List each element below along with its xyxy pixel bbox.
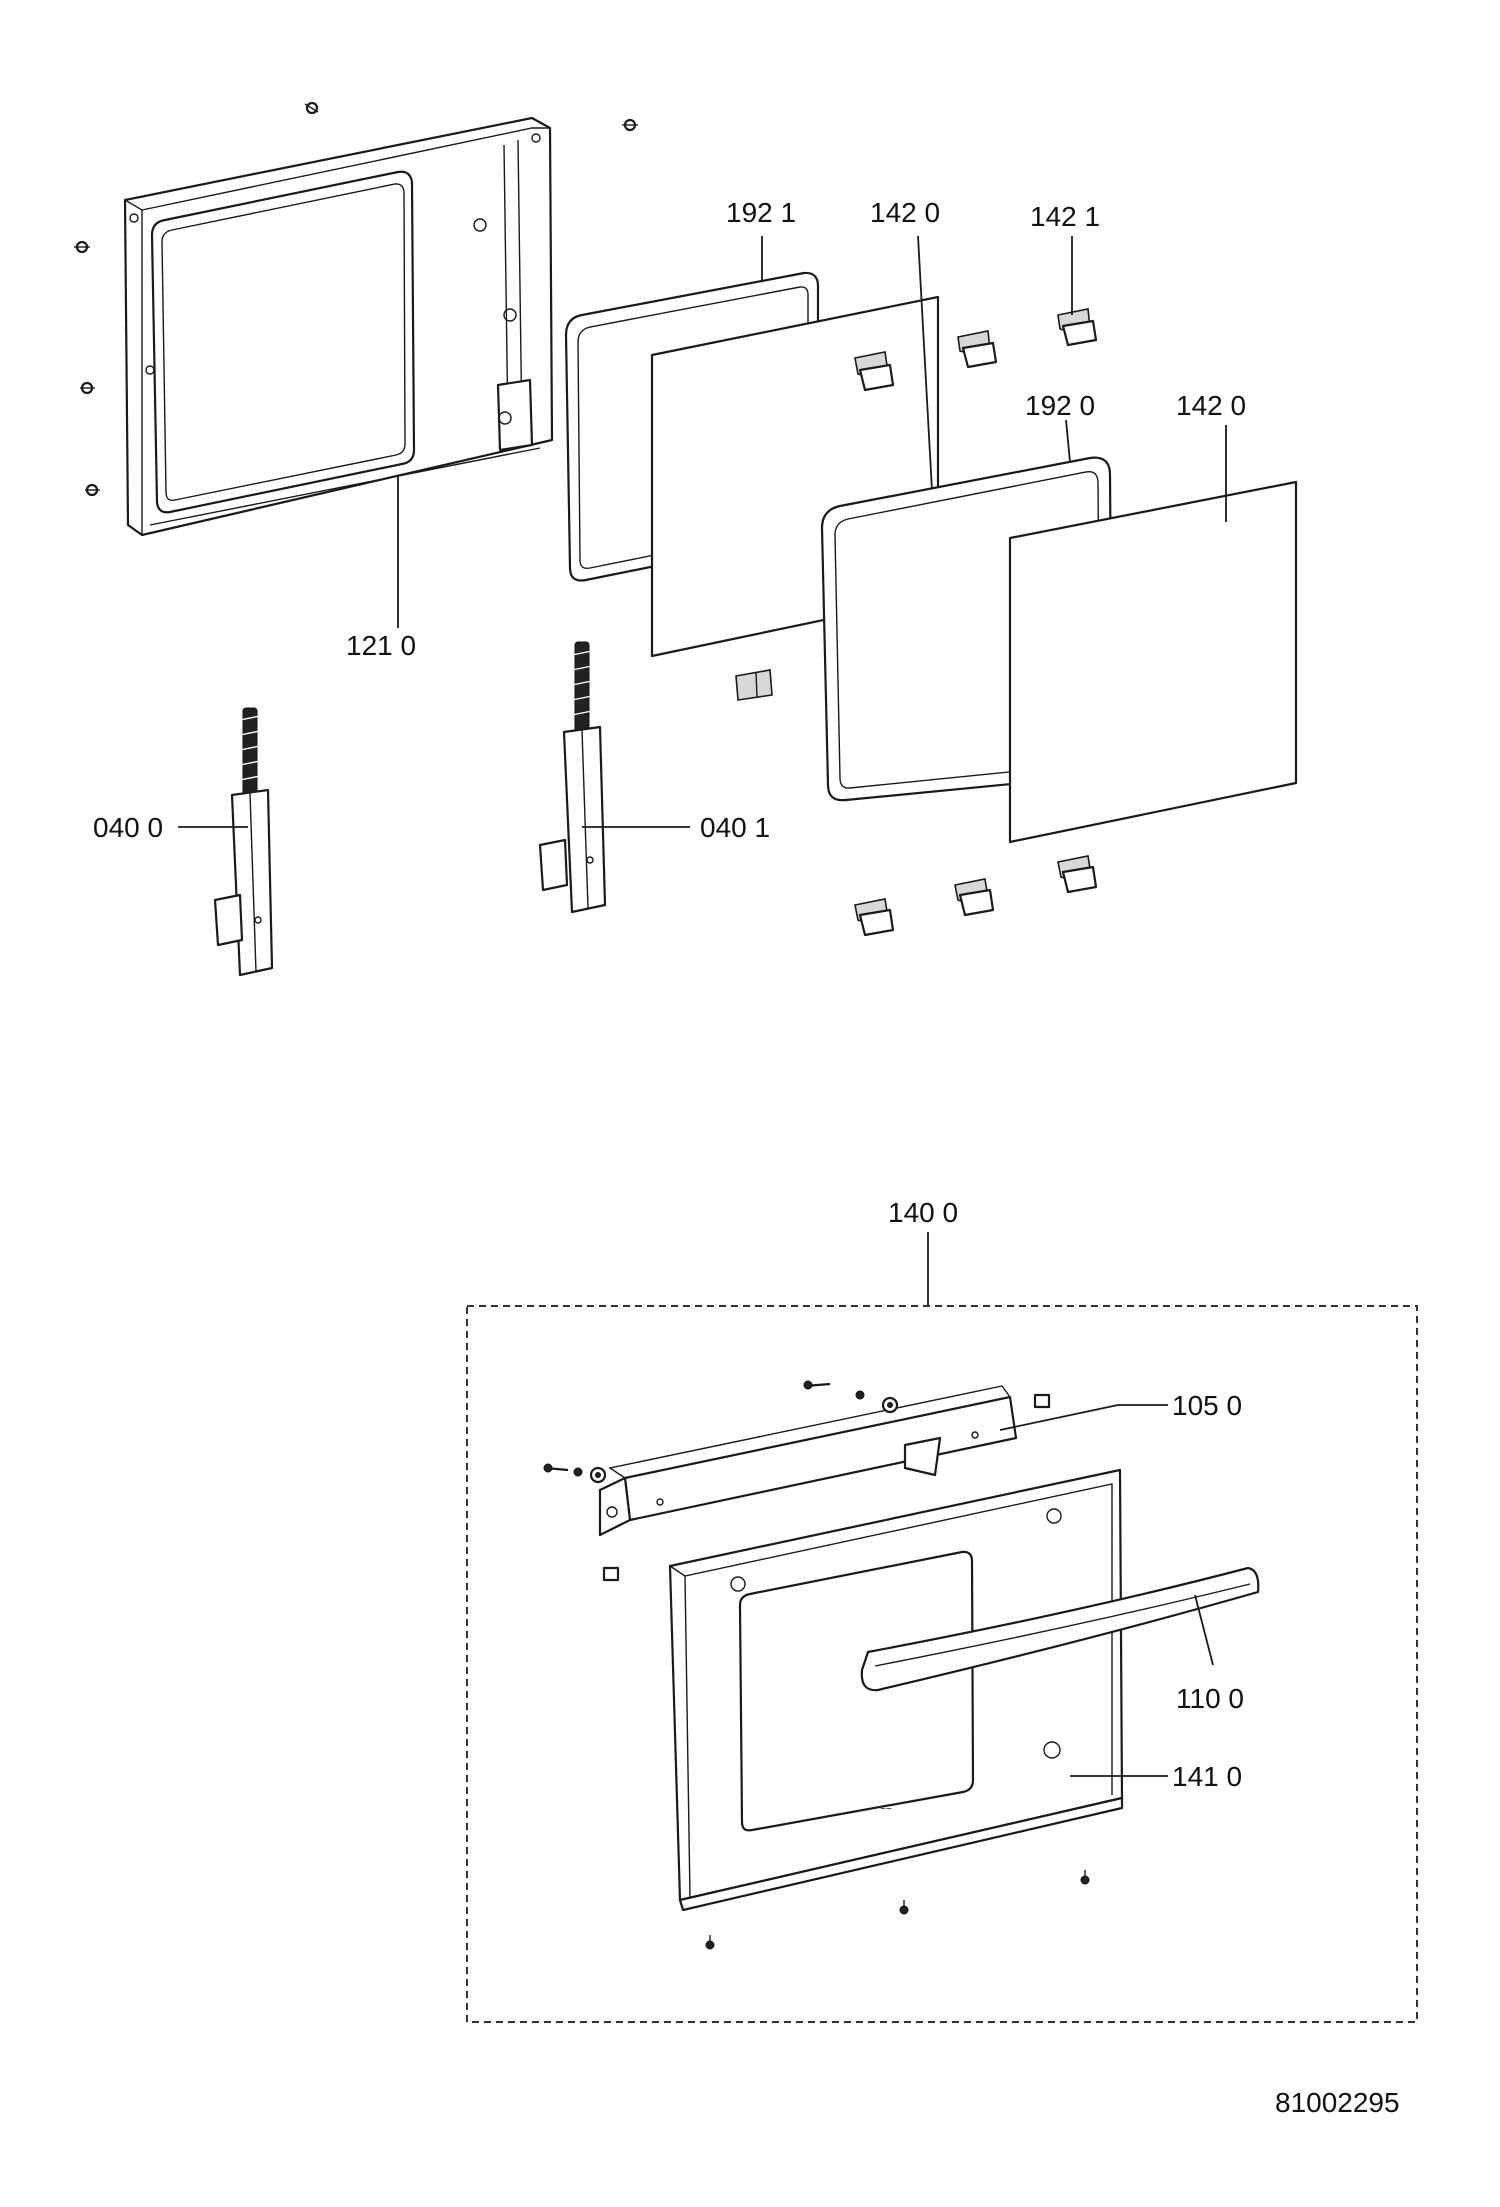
- label-top-profile: 105 0: [1172, 1390, 1242, 1421]
- inner-door-frame: [123, 116, 554, 537]
- screw-icon: [543, 1463, 569, 1473]
- screw-icon: [74, 240, 90, 254]
- hinge-left: [213, 707, 274, 977]
- glass-clip-icon: [954, 878, 995, 917]
- clip-icon: [602, 1566, 620, 1582]
- label-hinge-left: 040 0: [93, 812, 163, 843]
- screw-icon: [80, 381, 95, 395]
- washer-icon: [589, 1466, 607, 1484]
- label-outer-gasket: 192 0: [1025, 390, 1095, 421]
- glass-clip-icon: [1057, 855, 1098, 894]
- brand-logo: ~~: [880, 1804, 892, 1815]
- spring-icon: [571, 641, 593, 733]
- screw-icon: [1080, 1870, 1090, 1885]
- screw-icon: [622, 118, 638, 132]
- outer-glass-panel: [1008, 480, 1298, 844]
- glass-clip-icon: [957, 330, 998, 369]
- screw-icon: [304, 101, 319, 115]
- small-clip-icon: [735, 669, 773, 701]
- label-bracket: 142 1: [1030, 201, 1100, 232]
- label-handle: 110 0: [1176, 1683, 1244, 1714]
- top-profile: [598, 1385, 1018, 1537]
- label-inner-glass: 142 0: [870, 197, 940, 228]
- front-door-glass: ~~: [668, 1468, 1124, 1912]
- label-inner-gasket: 192 1: [726, 197, 796, 228]
- washer-icon: [855, 1390, 865, 1400]
- screw-icon: [85, 483, 100, 497]
- clip-icon: [1033, 1393, 1051, 1409]
- glass-clip-icon: [854, 351, 895, 392]
- label-door-assembly: 140 0: [888, 1197, 958, 1228]
- washer-icon: [881, 1396, 899, 1414]
- screw-icon: [899, 1900, 909, 1915]
- glass-clip-icon: [854, 898, 895, 937]
- screw-icon: [803, 1380, 831, 1390]
- glass-clip-icon: [1057, 308, 1098, 347]
- spring-icon: [239, 707, 261, 797]
- label-hinge-right: 040 1: [700, 812, 770, 843]
- document-number: 81002295: [1275, 2087, 1400, 2118]
- label-front-glass: 141 0: [1172, 1761, 1242, 1792]
- label-outer-glass: 142 0: [1176, 390, 1246, 421]
- assembly-boundary: [466, 1305, 1418, 2023]
- screw-icon: [705, 1935, 715, 1950]
- label-door-frame: 121 0: [346, 630, 416, 661]
- washer-icon: [573, 1467, 583, 1477]
- door-handle: [860, 1566, 1260, 1692]
- hinge-right: [538, 641, 607, 914]
- frame-screws: [74, 101, 638, 497]
